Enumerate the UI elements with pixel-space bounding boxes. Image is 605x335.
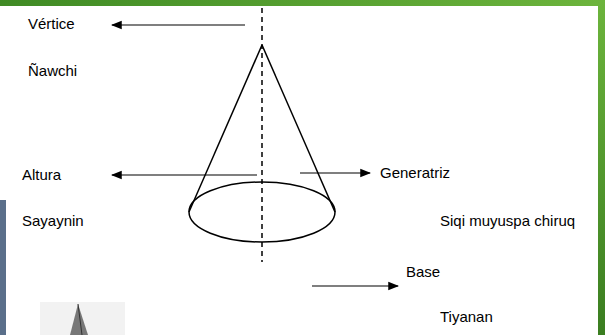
vertex-arrow (112, 24, 245, 25)
part-name-quechua: Sayaynin (22, 212, 84, 230)
generatrix-right (262, 45, 335, 212)
left-edge-strip (0, 200, 6, 335)
generatrix-left (189, 45, 262, 212)
base-arrow (312, 285, 398, 286)
part-name: Generatriz (380, 164, 450, 182)
part-name: Vértice (28, 15, 75, 33)
part-name: Altura (22, 166, 61, 184)
part-name: Base (406, 263, 440, 281)
white-panel (0, 6, 598, 335)
part-name-quechua: Ñawchi (28, 62, 77, 80)
part-name-quechua: Tiyanan (440, 308, 493, 326)
base-ellipse (189, 182, 335, 242)
height-arrow (112, 174, 257, 175)
pyramid-thumbnail (40, 302, 125, 335)
generatrix-arrow (300, 172, 370, 173)
part-name-quechua: Siqi muyuspa chiruq (440, 212, 575, 230)
